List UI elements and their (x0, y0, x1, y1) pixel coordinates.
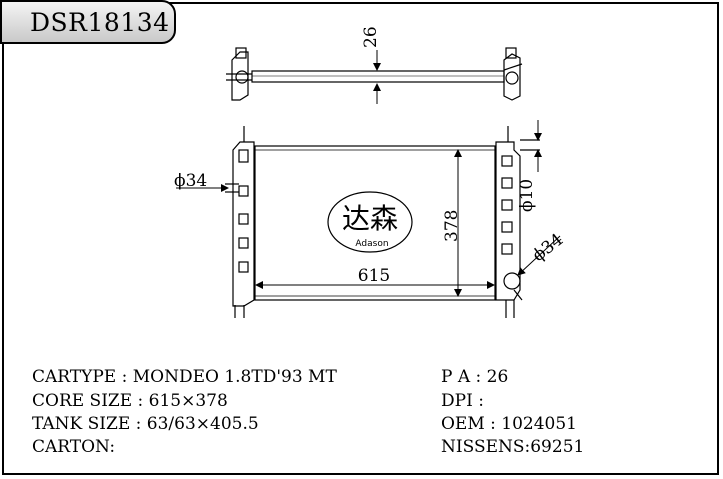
part-number: DSR18134 (30, 7, 170, 37)
adason-logo: 达森 Adason (327, 191, 413, 253)
spec-tank-size: TANK SIZE : 63/63×405.5 (32, 414, 259, 434)
spec-pa: P A : 26 (441, 367, 509, 387)
spec-nissens: NISSENS:69251 (441, 437, 585, 457)
thickness-label: 26 (361, 26, 381, 48)
spec-dpi: DPI : (441, 391, 484, 411)
logo-chinese-text: 达森 (342, 202, 398, 235)
height-label: 378 (442, 210, 462, 242)
width-label: 615 (358, 266, 390, 286)
filler-diameter-label: ϕ10 (517, 179, 537, 212)
top-view (226, 47, 523, 101)
spec-carton: CARTON: (32, 437, 116, 457)
right-tank (495, 141, 521, 301)
outlet-leader (517, 235, 561, 276)
sheet-border (2, 2, 719, 475)
spec-cartype: CARTYPE : MONDEO 1.8TD'93 MT (32, 367, 337, 387)
part-number-tab: DSR18134 (0, 0, 176, 44)
radiator-core (254, 145, 496, 301)
inlet-diameter-label: ϕ34 (174, 171, 207, 191)
spec-oem: OEM : 1024051 (441, 414, 577, 434)
spec-core-size: CORE SIZE : 615×378 (32, 391, 228, 411)
logo-english-text: Adason (355, 239, 388, 249)
outlet-diameter-label: ϕ34 (529, 230, 568, 266)
left-tank (232, 141, 255, 307)
